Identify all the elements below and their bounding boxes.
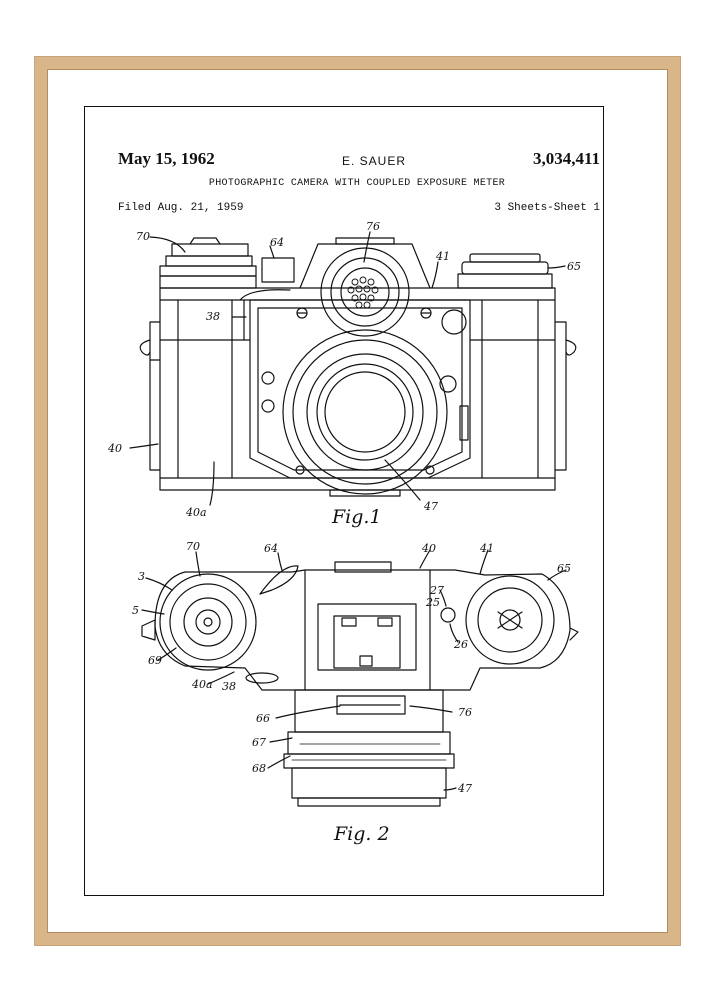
fig2-label-27: 27 — [429, 584, 444, 597]
fig2-label-47: 47 — [457, 782, 472, 795]
fig1-camera-front — [129, 231, 577, 506]
patent-number: 3,034,411 — [532, 149, 600, 168]
fig2-label-76: 76 — [458, 706, 472, 719]
fig1-label-38: 38 — [206, 310, 220, 323]
filed-date: Filed Aug. 21, 1959 — [118, 202, 244, 214]
fig2-label-70: 70 — [186, 540, 200, 553]
fig1-label-40a: 40a — [185, 506, 207, 519]
fig2-camera-top — [141, 549, 579, 807]
fig2-label-38: 38 — [222, 680, 236, 693]
fig2-label-66: 66 — [256, 712, 270, 725]
fig2-label-68: 68 — [252, 762, 266, 775]
sheet-count: 3 Sheets-Sheet 1 — [494, 202, 600, 214]
fig2-label-25: 25 — [425, 596, 440, 609]
fig2-label-3: 3 — [138, 570, 145, 583]
patent-date: May 15, 1962 — [118, 149, 215, 168]
fig1-label-41: 41 — [435, 250, 450, 263]
fig2-label-65: 65 — [557, 562, 571, 575]
fig1-label-40: 40 — [107, 442, 122, 455]
fig1-label-47: 47 — [423, 500, 438, 513]
fig1-label-65: 65 — [567, 260, 581, 273]
inventor-name: E. SAUER — [342, 154, 407, 168]
fig2-label-26: 26 — [453, 638, 468, 651]
fig2-label-40a: 40a — [191, 678, 213, 691]
fig2-label-64: 64 — [264, 542, 278, 555]
fig1-label-70: 70 — [136, 230, 150, 243]
fig2-caption: Fig. 2 — [333, 823, 390, 845]
patent-title: PHOTOGRAPHIC CAMERA WITH COUPLED EXPOSUR… — [208, 178, 506, 189]
fig1-caption: Fig.1 — [331, 506, 382, 528]
fig2-label-69: 69 — [148, 654, 162, 667]
fig2-label-67: 67 — [252, 736, 266, 749]
fig1-label-76: 76 — [366, 220, 380, 233]
fig2-label-41: 41 — [479, 542, 494, 555]
fig1-label-64: 64 — [270, 236, 284, 249]
fig2-label-40: 40 — [421, 542, 436, 555]
fig2-label-5: 5 — [132, 604, 139, 617]
